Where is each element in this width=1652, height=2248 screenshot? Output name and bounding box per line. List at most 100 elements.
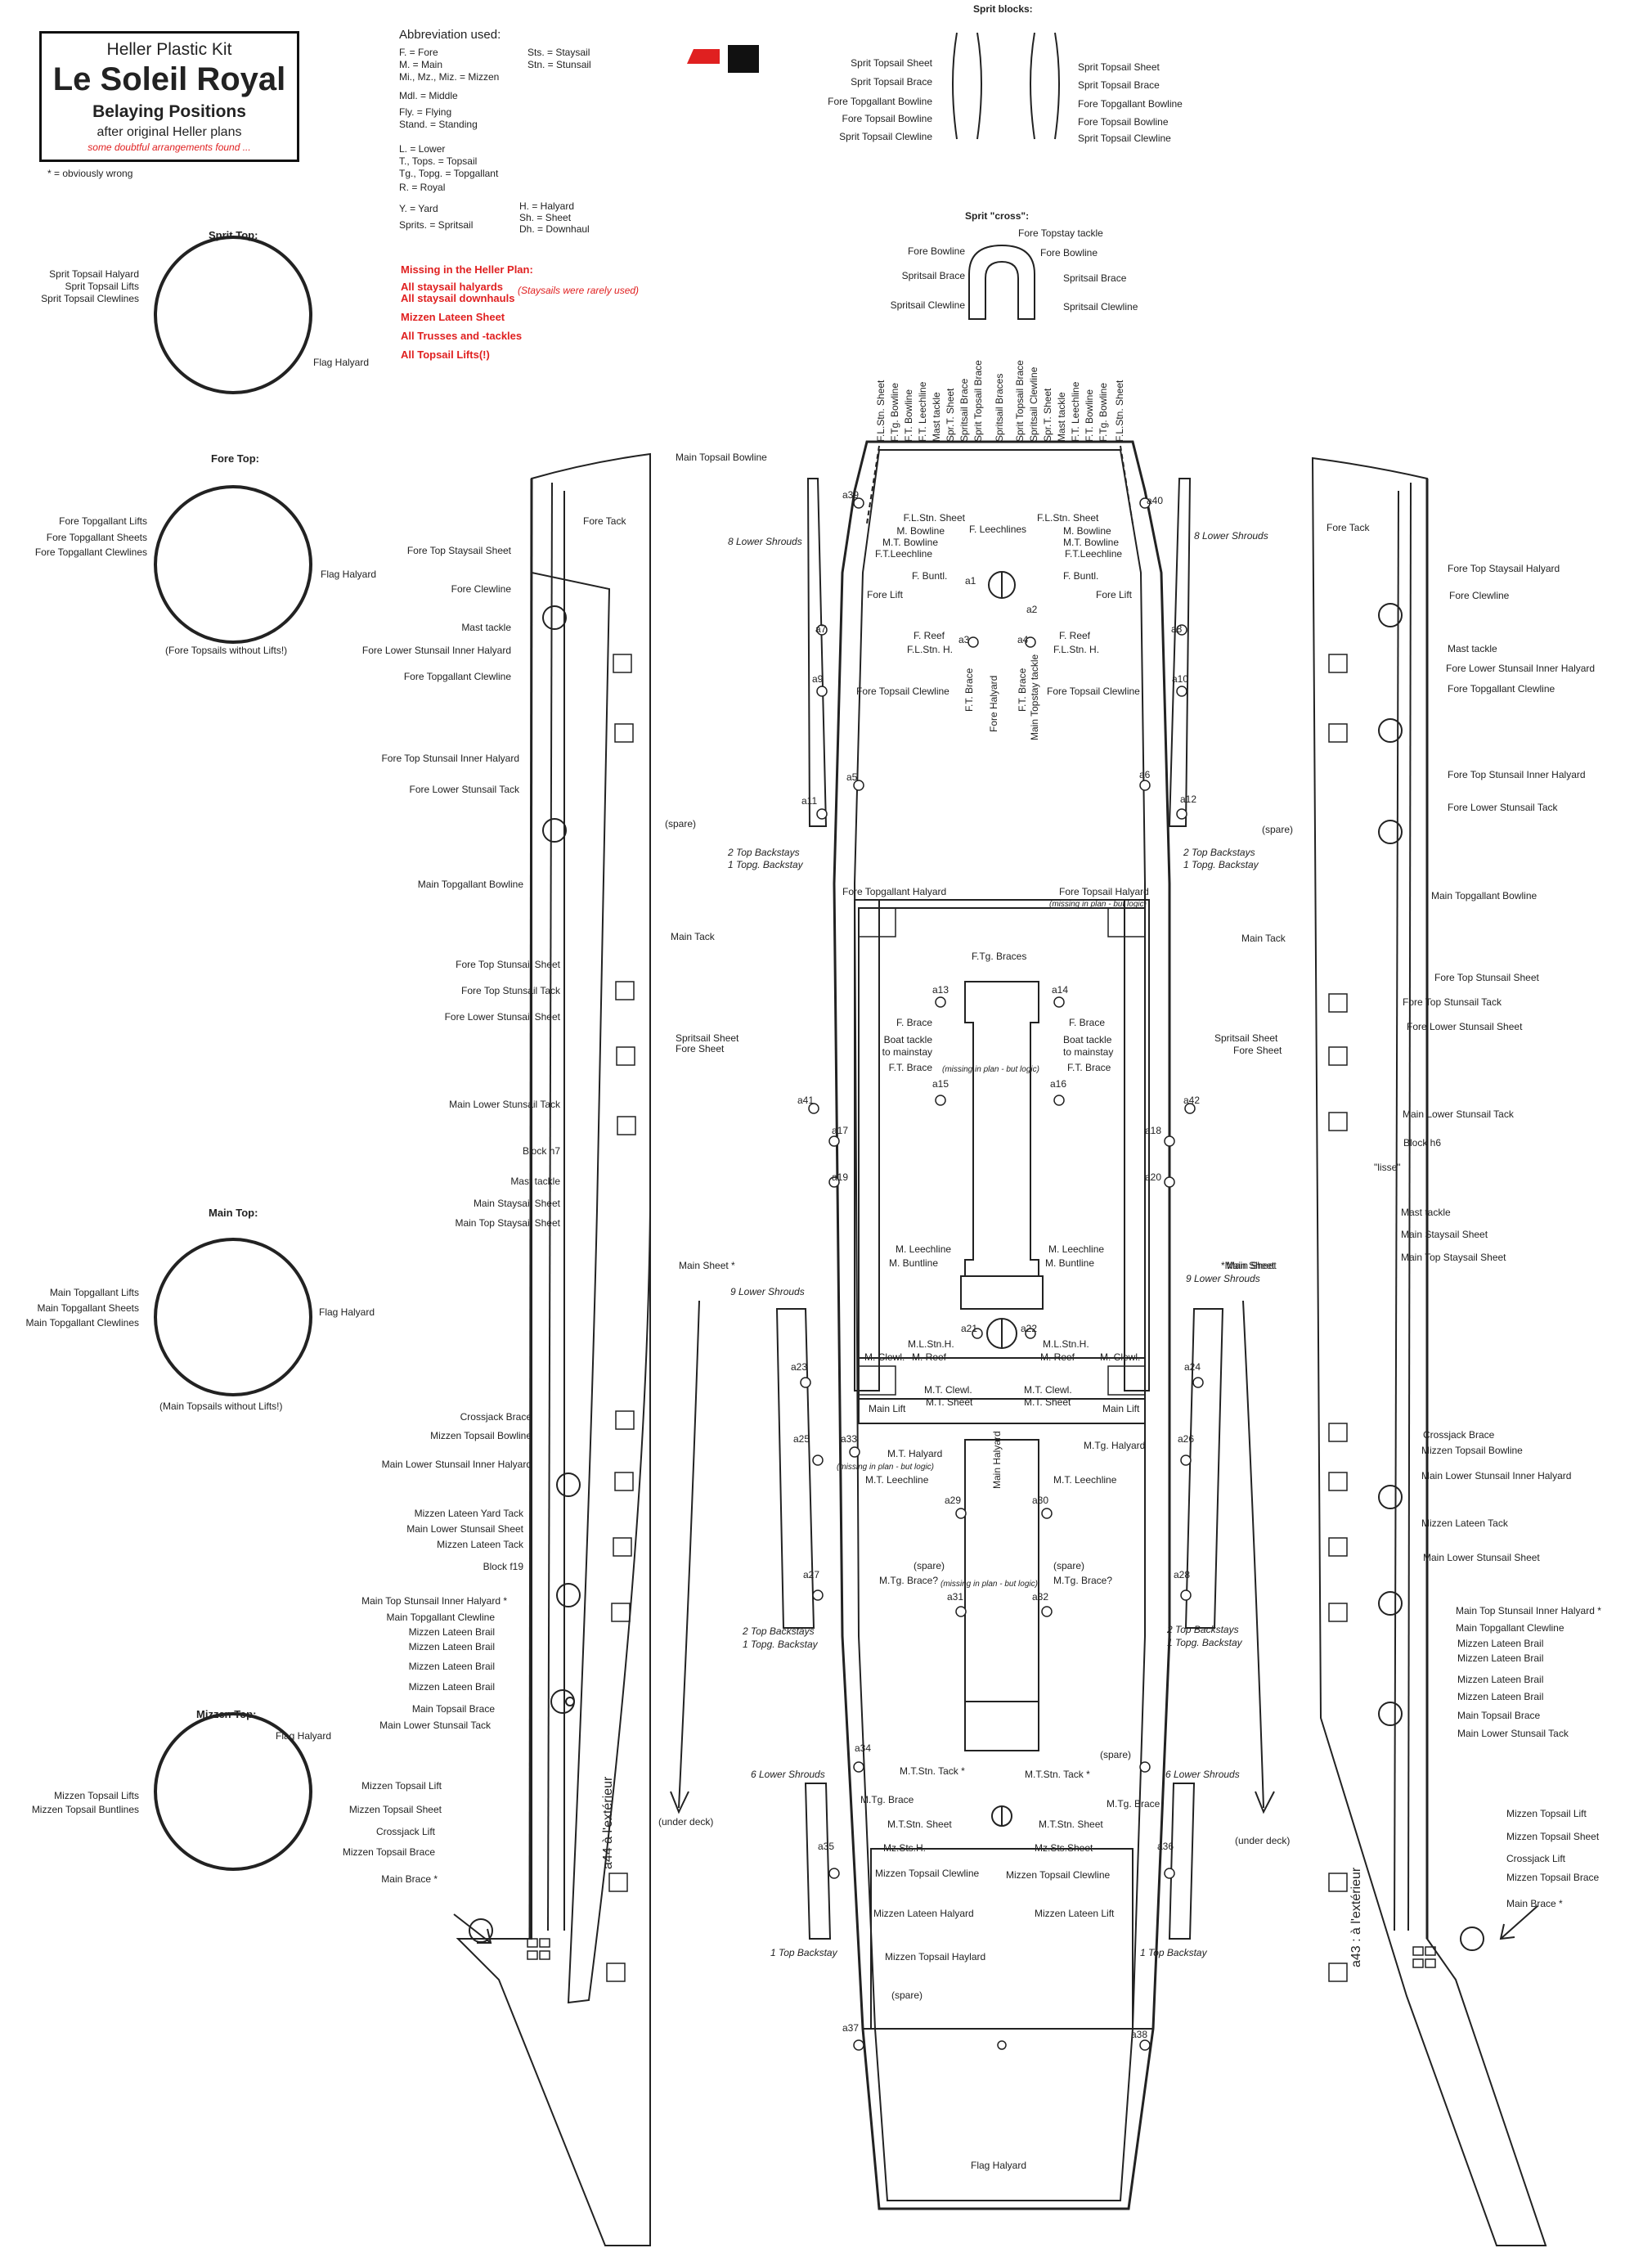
deck-label: M. Buntline xyxy=(889,1257,939,1269)
deck-label: M.T.Stn. Sheet xyxy=(1039,1819,1103,1830)
deck-label: to mainstay xyxy=(882,1046,932,1058)
side-label: Main Topgallant Bowline xyxy=(1431,890,1538,901)
grating-boxes xyxy=(858,907,1146,1396)
top-label: Mizzen Topsail Buntlines xyxy=(31,1804,139,1815)
bow-label: F.Tg. Bowline xyxy=(889,382,900,442)
bow-label: Sprit Topsail Brace xyxy=(1014,360,1026,442)
pin-label: a24 xyxy=(1184,1361,1201,1373)
top-label: Sprit Topsail Lifts xyxy=(65,281,140,292)
side-label: Crossjack Brace xyxy=(460,1411,532,1423)
deck-label: M. Clewl. xyxy=(1100,1351,1141,1363)
deck-label: (spare) xyxy=(1100,1749,1132,1760)
abbr-item: Sprits. = Spritsail xyxy=(399,219,474,231)
stern-windows xyxy=(527,1938,1436,1968)
pin-label: a16 xyxy=(1050,1078,1067,1090)
sprit-cross-label: Fore Topstay tackle xyxy=(1018,227,1103,239)
sprit-cross-label: Spritsail Brace xyxy=(901,270,965,281)
side-label: Fore Lower Stunsail Sheet xyxy=(444,1011,560,1023)
side-label: Main Topgallant Clewline xyxy=(1456,1622,1564,1634)
deck-label: F. Buntl. xyxy=(912,570,948,582)
right-side-pin-circles xyxy=(1378,603,1484,1951)
missing-item: Mizzen Lateen Sheet xyxy=(401,311,505,323)
sprit-cross-label: Fore Bowline xyxy=(907,245,965,257)
ship-name: Le Soleil Royal xyxy=(52,61,286,97)
side-label: Main Tack xyxy=(671,931,715,942)
top-label: Mizzen Topsail Lifts xyxy=(54,1790,139,1801)
left-hull-profile xyxy=(456,452,651,2246)
deck-label: F.T. Brace xyxy=(963,668,975,712)
abbr-item: T., Tops. = Topsail xyxy=(399,155,478,167)
pin-label: a19 xyxy=(832,1171,849,1183)
title-source: after original Heller plans xyxy=(97,125,242,139)
deck-label: (spare) xyxy=(1053,1560,1085,1571)
side-label: Mizzen Lateen Brail xyxy=(1457,1638,1544,1649)
sprit-cross-u xyxy=(968,244,1035,320)
mizzen-top-heading: Mizzen Top: xyxy=(196,1708,257,1720)
deck-label: Mz.Sts.Sheet xyxy=(1035,1842,1093,1854)
kit-label: Heller Plastic Kit xyxy=(106,40,232,59)
side-label: Block h6 xyxy=(1403,1137,1442,1149)
deck-label: M.T. Sheet xyxy=(926,1396,973,1408)
pin-label: a10 xyxy=(1172,673,1189,685)
sprit-block-rails xyxy=(952,32,1060,140)
side-label: Mizzen Topsail Lift xyxy=(361,1780,442,1792)
side-label: Mizzen Topsail Lift xyxy=(1506,1808,1587,1819)
sprit-block-label: Sprit Topsail Sheet xyxy=(1078,61,1160,73)
deck-label: M.L.Stn.H. xyxy=(1043,1338,1089,1350)
bow-label: Spritsail Braces xyxy=(994,373,1005,442)
sprit-block-label: Sprit Topsail Clewline xyxy=(1078,133,1171,144)
abbr-item: Stand. = Standing xyxy=(399,119,478,130)
deck-label: M.T. Leechline xyxy=(865,1474,929,1486)
side-label: Fore Lower Stunsail Tack xyxy=(409,784,519,795)
pin-label: a3 xyxy=(958,634,970,645)
deck-label: Mizzen Lateen Halyard xyxy=(873,1908,974,1919)
shroud-label: 6 Lower Shrouds xyxy=(1165,1769,1240,1780)
side-label: Fore Top Stunsail Inner Halyard xyxy=(381,753,519,764)
side-label: Fore Lower Stunsail Tack xyxy=(1448,802,1558,813)
side-label: Mast tackle xyxy=(1448,643,1497,654)
deck-label: Fore Topsail Clewline xyxy=(856,686,949,697)
side-label: Main Lower Stunsail Tack xyxy=(1457,1728,1569,1739)
shroud-label: 1 Top Backstay xyxy=(770,1947,837,1958)
deck-label: M. Leechline xyxy=(1048,1243,1105,1255)
side-label: Main Lower Stunsail Inner Halyard xyxy=(1421,1470,1572,1481)
wrong-note: * = obviously wrong xyxy=(47,168,133,179)
deck-label: F.L.Stn. H. xyxy=(906,644,953,655)
right-gunports xyxy=(1328,654,1348,1982)
deck-label: Main Halyard xyxy=(991,1431,1003,1489)
deck-label: Mizzen Topsail Clewline xyxy=(1006,1869,1111,1881)
red-mark xyxy=(687,49,720,64)
side-label: Main Lower Stunsail Inner Halyard xyxy=(381,1459,532,1470)
side-label: Mizzen Topsail Bowline xyxy=(1421,1445,1523,1456)
top-label: Sprit Topsail Halyard xyxy=(49,268,139,280)
deck-label: M. Clewl. xyxy=(864,1351,905,1363)
side-label: Main Staysail Sheet xyxy=(473,1198,560,1209)
side-label: Fore Sheet xyxy=(1233,1045,1282,1056)
shroud-label: 8 Lower Shrouds xyxy=(1194,530,1268,542)
deck-label: M.Tg. Brace xyxy=(860,1794,914,1805)
deck-note: (missing in plan - but logic) xyxy=(1049,900,1147,909)
side-label: Mizzen Topsail Brace xyxy=(342,1846,435,1858)
deck-label: M.T. Clewl. xyxy=(1024,1384,1072,1396)
deck-label: Fore Halyard xyxy=(988,675,999,732)
sprit-block-label: Fore Topgallant Bowline xyxy=(828,96,932,107)
pin-label: a30 xyxy=(1032,1495,1049,1506)
shroud-label: *Main Sheet xyxy=(1221,1260,1275,1271)
pin-label: a38 xyxy=(1131,2029,1148,2040)
bow-label: F.Tg. Bowline xyxy=(1098,382,1109,442)
side-label: Main Topgallant Bowline xyxy=(417,879,523,890)
pin-label: a42 xyxy=(1183,1095,1201,1106)
deck-label: Boat tackle xyxy=(1063,1034,1112,1045)
main-deck-outline xyxy=(833,440,1171,2210)
shroud-label: 2 Top Backstays xyxy=(1183,847,1255,858)
deck-label: Mz.Sts.H. xyxy=(883,1842,927,1854)
sprit-block-label: Sprit Topsail Brace xyxy=(851,76,932,88)
pin-label: a29 xyxy=(945,1495,962,1506)
deck-label: F.T.Leechline xyxy=(1065,548,1123,560)
deck-label: F. Brace xyxy=(1069,1017,1106,1028)
pin-label: a41 xyxy=(797,1095,815,1106)
side-label: Main Brace * xyxy=(1506,1898,1563,1909)
pin-label: a34 xyxy=(855,1742,872,1754)
deck-label: F.L.Stn. Sheet xyxy=(1037,512,1099,524)
pin-label: a2 xyxy=(1026,604,1038,615)
